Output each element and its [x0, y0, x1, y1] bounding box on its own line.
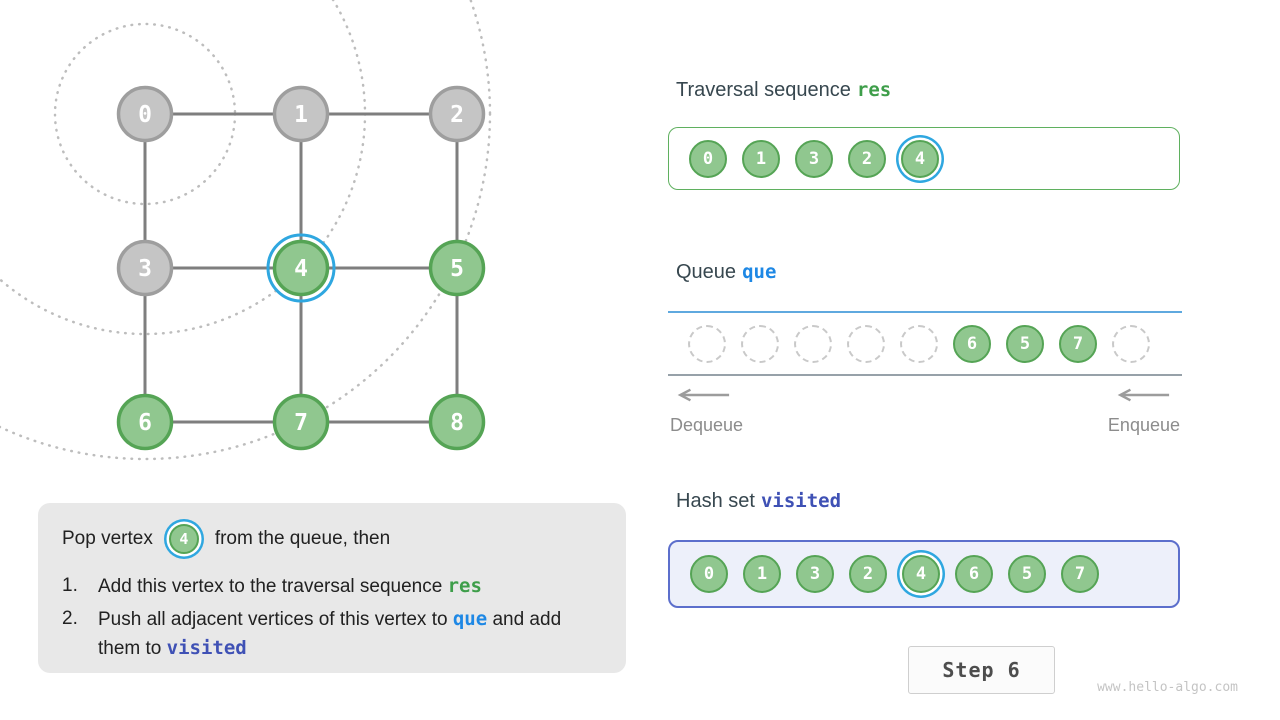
item-1-number: 1.: [62, 575, 78, 596]
explanation-item-2: 2. Push all adjacent vertices of this ve…: [62, 605, 602, 664]
popped-vertex-circle: 4: [168, 524, 199, 554]
graph-vertex-3: 3: [116, 239, 174, 297]
queue-arrows: [668, 388, 1182, 402]
empty-slot: [900, 324, 938, 363]
pop-prefix-text: Pop vertex: [62, 528, 153, 549]
queue-labels: Dequeue Enqueue: [668, 415, 1182, 436]
element-circle: 4: [902, 555, 940, 593]
element-circle: 6: [955, 555, 993, 593]
step-indicator: Step 6: [908, 646, 1055, 694]
item-1-text: Add this vertex to the traversal sequenc…: [98, 575, 482, 597]
vertex-label: 8: [450, 410, 464, 436]
graph-vertex-7: 7: [272, 393, 330, 451]
empty-slot: [741, 324, 779, 363]
vertex-label: 6: [138, 410, 152, 436]
vertex-label: 1: [294, 102, 308, 128]
element-circle: 3: [795, 139, 833, 178]
vertex-label: 0: [138, 102, 152, 128]
empty-slot: [1112, 324, 1150, 363]
graph-vertex-4: 4: [266, 233, 336, 303]
graph-vertex-5: 5: [428, 239, 486, 297]
hashset-title-text: Hash set: [676, 490, 755, 512]
element-circle: 7: [1061, 555, 1099, 593]
element-circle: 0: [689, 139, 727, 178]
traversal-title-text: Traversal sequence: [676, 79, 851, 101]
element-circle: 4: [901, 139, 939, 178]
item-2-text: Push all adjacent vertices of this verte…: [98, 607, 562, 660]
empty-slot: [794, 324, 832, 363]
graph-vertex-1: 1: [272, 85, 330, 143]
queue-title-code: que: [742, 261, 777, 283]
element-circle: 2: [849, 555, 887, 593]
graph-canvas: 0 1 2 3 4 5 6 7 8: [0, 0, 492, 461]
element-circle: 7: [1059, 324, 1097, 363]
element-circle: 5: [1006, 324, 1044, 363]
pop-suffix-text: from the queue, then: [214, 528, 391, 549]
vertex-label: 2: [450, 102, 464, 128]
dequeue-arrow-icon: [677, 388, 730, 402]
que-code: que: [452, 607, 488, 630]
watermark: www.hello-algo.com: [1097, 680, 1238, 695]
element-circle: 1: [743, 555, 781, 593]
dequeue-label: Dequeue: [670, 415, 744, 435]
graph-vertex-2: 2: [428, 85, 486, 143]
element-circle: 6: [953, 324, 991, 363]
graph-vertex-6: 6: [116, 393, 174, 451]
enqueue-arrow-icon: [1117, 388, 1170, 402]
enqueue-label: Enqueue: [1107, 415, 1180, 435]
element-circle: 1: [742, 139, 780, 178]
traversal-title-code: res: [856, 79, 892, 101]
graph-vertex-0: 0: [116, 85, 174, 143]
element-circle: 3: [796, 555, 834, 593]
element-circle: 0: [690, 555, 728, 593]
explanation-pop-line: Pop vertex 4 from the queue, then: [62, 519, 602, 559]
explanation-item-1: 1. Add this vertex to the traversal sequ…: [62, 572, 602, 602]
visited-code: visited: [166, 637, 247, 659]
empty-slot: [847, 324, 885, 363]
vertex-label: 7: [294, 410, 308, 436]
vertex-label: 3: [138, 256, 152, 282]
bfs-level-arc: [0, 0, 492, 461]
res-code: res: [447, 575, 482, 597]
hashset-title-code: visited: [760, 490, 842, 512]
graph-vertex-8: 8: [428, 393, 486, 451]
empty-slot: [688, 324, 726, 363]
vertex-label: 5: [450, 256, 464, 282]
vertex-label: 4: [294, 256, 308, 282]
vertex-highlight-ring: [266, 233, 336, 303]
queue-title-text: Queue: [676, 261, 737, 283]
explanation-box: Pop vertex 4 from the queue, then 1. Add…: [38, 503, 626, 673]
item-2-number: 2.: [62, 607, 78, 629]
element-circle: 2: [848, 139, 886, 178]
element-circle: 5: [1008, 555, 1046, 593]
